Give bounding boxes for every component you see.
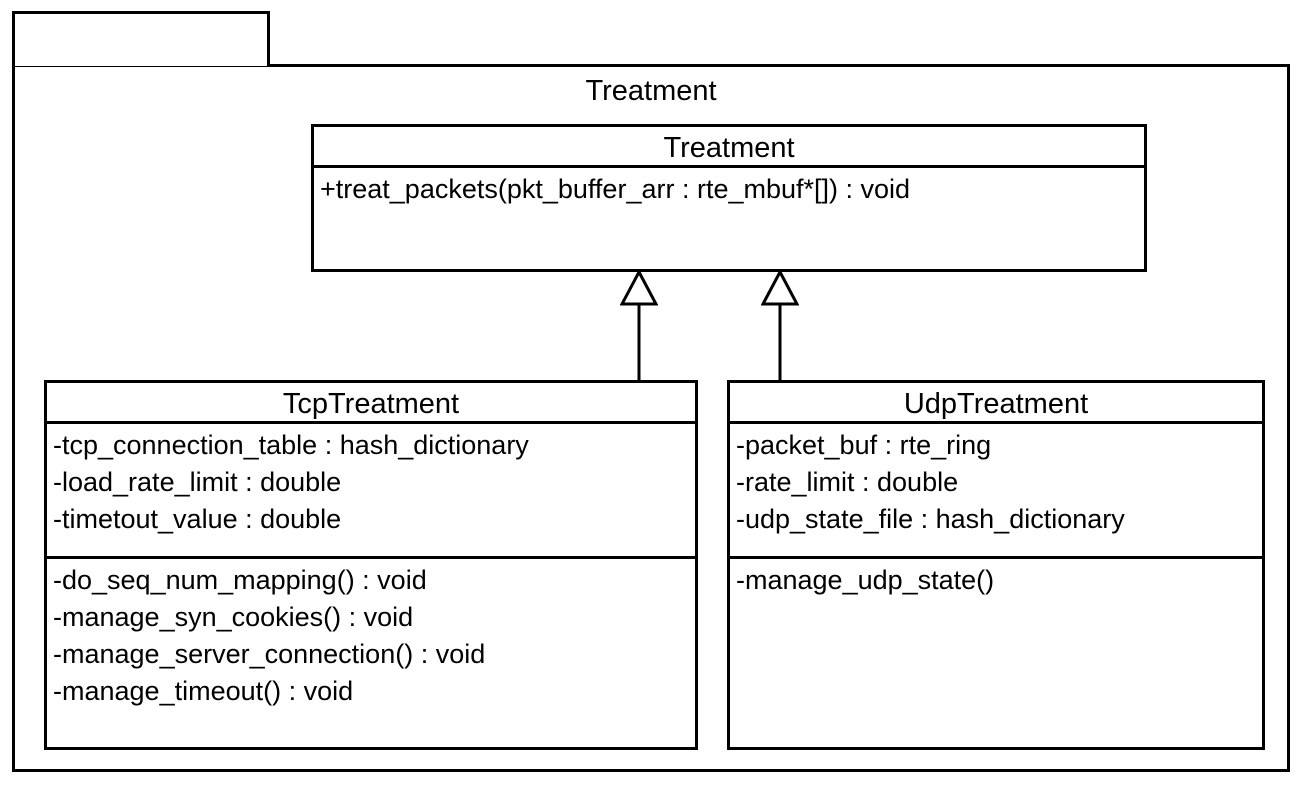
attribute-item: -udp_state_file : hash_dictionary — [736, 504, 1125, 534]
generalization-tcp-to-treatment — [620, 270, 658, 382]
attribute-item: -tcp_connection_table : hash_dictionary — [53, 430, 529, 460]
attribute-item: -timetout_value : double — [53, 504, 342, 534]
class-box-treatment[interactable]: Treatment +treat_packets(pkt_buffer_arr … — [311, 124, 1147, 272]
package-title: Treatment — [585, 75, 717, 107]
attribute-item: -load_rate_limit : double — [53, 467, 342, 497]
class-box-tcptreatment[interactable]: TcpTreatment -tcp_connection_table : has… — [44, 380, 698, 750]
attribute-item: -packet_buf : rte_ring — [736, 430, 992, 460]
class-box-udptreatment[interactable]: UdpTreatment -packet_buf : rte_ring -rat… — [727, 380, 1265, 750]
attribute-item: -rate_limit : double — [736, 467, 959, 497]
class-operations-udptreatment: -manage_udp_state() — [730, 556, 1262, 750]
operation-item: -manage_udp_state() — [736, 565, 995, 595]
class-operations-tcptreatment: -do_seq_num_mapping() : void -manage_syn… — [47, 556, 695, 750]
operation-item: -manage_server_connection() : void — [53, 639, 486, 669]
operation-item: +treat_packets(pkt_buffer_arr : rte_mbuf… — [320, 174, 911, 204]
operation-item: -manage_syn_cookies() : void — [53, 602, 414, 632]
operation-item: -do_seq_num_mapping() : void — [53, 565, 427, 595]
class-attributes-tcptreatment: -tcp_connection_table : hash_dictionary … — [47, 424, 695, 556]
package-tab — [12, 11, 270, 66]
class-name-treatment: Treatment — [314, 127, 1144, 168]
generalization-udp-to-treatment — [761, 270, 799, 382]
class-name-udptreatment: UdpTreatment — [730, 383, 1262, 424]
class-operations-treatment: +treat_packets(pkt_buffer_arr : rte_mbuf… — [314, 168, 1144, 270]
operation-item: -manage_timeout() : void — [53, 676, 354, 706]
class-attributes-udptreatment: -packet_buf : rte_ring -rate_limit : dou… — [730, 424, 1262, 556]
class-name-tcptreatment: TcpTreatment — [47, 383, 695, 424]
